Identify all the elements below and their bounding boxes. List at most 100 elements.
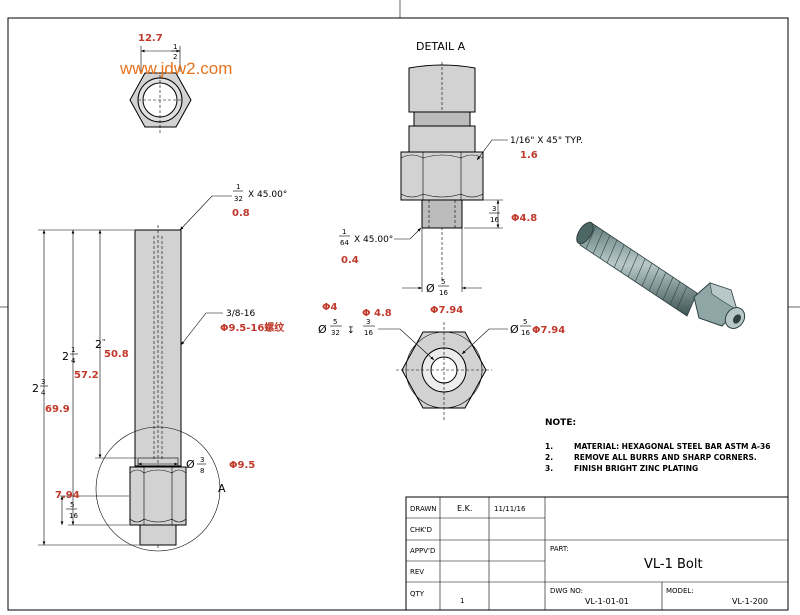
tip-len-den: 16 xyxy=(490,216,499,224)
len1-num: 3 xyxy=(41,378,45,386)
tip-dia-mm: Φ7.94 xyxy=(430,305,463,316)
iso-rod-end xyxy=(576,221,594,245)
depth-symbol: ↧ xyxy=(347,326,355,336)
relief-dia-num: 3 xyxy=(200,456,204,464)
apvd-label: APPV'D xyxy=(410,547,435,555)
detail-collar xyxy=(408,125,476,153)
title-block-frame xyxy=(405,496,789,611)
chamfer2-text: X 45.00° xyxy=(354,235,393,245)
tip-dia-sym: Ø xyxy=(426,282,435,295)
sheet-border xyxy=(7,17,789,611)
chamfer-num: 1 xyxy=(236,183,240,191)
hex-chamfer xyxy=(129,469,187,474)
leader-line xyxy=(378,328,435,361)
top-dim-mm: 12.7 xyxy=(138,33,163,44)
chamfer-text: X 45.00° xyxy=(248,190,287,200)
detail-tip xyxy=(421,199,463,229)
side-view: A 1 32 X 45.00° 0.8 3/8-16 Φ9.5-16螺纹 2 3… xyxy=(32,183,287,552)
len1-whole: 2 xyxy=(32,382,39,395)
chamfer-typ-text: 1/16" X 45° TYP. xyxy=(510,136,583,146)
leader-line xyxy=(179,195,232,231)
detail-view: DETAIL A 1/16" X 45° TYP. 1.6 3 16 Φ4.8 … xyxy=(339,40,583,316)
iso-thread-rod xyxy=(579,221,698,317)
bolt-hex-head xyxy=(129,466,187,526)
depth-num: 3 xyxy=(366,318,370,326)
dwg-value: VL-1-01-01 xyxy=(585,597,629,606)
detail-relief xyxy=(413,111,471,127)
chamfer2-mm: 0.4 xyxy=(341,255,359,266)
relief-dia-den: 8 xyxy=(200,467,204,475)
relief-dia-sym: Ø xyxy=(186,458,195,471)
tip-dia-num: 5 xyxy=(441,278,445,286)
end-dia-num: 5 xyxy=(523,318,527,326)
thread-mm: Φ9.5-16螺纹 xyxy=(220,321,285,334)
chamfer2-num: 1 xyxy=(342,228,346,236)
chamfer-den: 32 xyxy=(234,195,243,203)
tip-len-mm: Φ4.8 xyxy=(511,213,537,224)
tip-dia-den: 16 xyxy=(439,289,448,297)
len2-den: 4 xyxy=(71,357,76,365)
qty-label: QTY xyxy=(410,590,425,598)
len2-num: 1 xyxy=(71,346,75,354)
detail-hex xyxy=(400,151,484,201)
detail-circle xyxy=(95,426,221,552)
len2-whole: 2 xyxy=(62,350,69,363)
hole-depth-mm: Φ 4.8 xyxy=(362,308,392,319)
chamfer-mm: 0.8 xyxy=(232,208,250,219)
note-text: MATERIAL: HEXAGONAL STEEL BAR ASTM A-36 xyxy=(574,442,771,451)
drawn-label: DRAWN xyxy=(410,505,437,513)
model-label: MODEL: xyxy=(666,587,694,595)
qty-value: 1 xyxy=(460,597,464,605)
leader-line xyxy=(461,328,508,355)
note-num: 3. xyxy=(545,464,553,473)
hex-num: 5 xyxy=(70,501,74,509)
top-view: 12.7 1 2 xyxy=(129,33,192,135)
title-block: DRAWN E.K. 11/11/16 CHK'D APPV'D REV QTY… xyxy=(405,496,789,611)
tip-len-num: 3 xyxy=(492,205,496,213)
end-view: Φ4 Φ 4.8 Ø 5 32 ↧ 3 16 Ø 5 16 Φ7.94 xyxy=(318,302,565,420)
hole-dia-sym: Ø xyxy=(318,323,327,336)
rev-label: REV xyxy=(410,568,424,576)
leader-line xyxy=(180,312,223,346)
leader-line xyxy=(476,139,508,161)
thread-text: 3/8-16 xyxy=(226,309,255,319)
hole-mm: Φ4 xyxy=(322,302,338,313)
end-dia-den: 16 xyxy=(521,329,530,337)
hex-chamfer xyxy=(400,154,484,159)
watermark: www.jdw2.com xyxy=(119,59,232,78)
notes-title: NOTE: xyxy=(545,418,576,428)
len3-mm: 50.8 xyxy=(104,349,129,360)
relief-dia-mm: Φ9.5 xyxy=(229,460,255,471)
drawn-by: E.K. xyxy=(457,504,472,513)
len3-mark: " xyxy=(102,338,105,346)
hex-mm: 7.94 xyxy=(55,490,80,501)
len1-mm: 69.9 xyxy=(45,404,70,415)
note-num: 2. xyxy=(545,453,553,462)
iso-hex-face xyxy=(709,282,738,311)
hex-den: 16 xyxy=(69,512,78,520)
end-dia-sym: Ø xyxy=(510,323,519,336)
note-text: REMOVE ALL BURRS AND SHARP CORNERS. xyxy=(574,453,757,462)
chamfer2-den: 64 xyxy=(340,239,349,247)
iso-threads xyxy=(585,225,688,310)
len3-whole: 2 xyxy=(95,338,102,351)
len1-den: 4 xyxy=(41,389,46,397)
part-value: VL-1 Bolt xyxy=(644,557,703,572)
isometric-view xyxy=(576,221,746,329)
dwg-label: DWG NO: xyxy=(550,587,583,595)
chkd-label: CHK'D xyxy=(410,526,432,534)
part-label: PART: xyxy=(550,545,569,553)
note-num: 1. xyxy=(545,442,553,451)
chamfer-typ-mm: 1.6 xyxy=(520,150,538,161)
note-text: FINISH BRIGHT ZINC PLATING xyxy=(574,464,698,473)
hex-chamfer xyxy=(400,193,484,198)
len2-mm: 57.2 xyxy=(74,370,99,381)
model-value: VL-1-200 xyxy=(732,597,768,606)
detail-ref-label: A xyxy=(218,482,226,495)
depth-den: 16 xyxy=(364,329,373,337)
notes: NOTE: 1. MATERIAL: HEXAGONAL STEEL BAR A… xyxy=(545,418,771,473)
hole-num: 5 xyxy=(333,318,337,326)
hex-chamfer xyxy=(129,518,187,523)
